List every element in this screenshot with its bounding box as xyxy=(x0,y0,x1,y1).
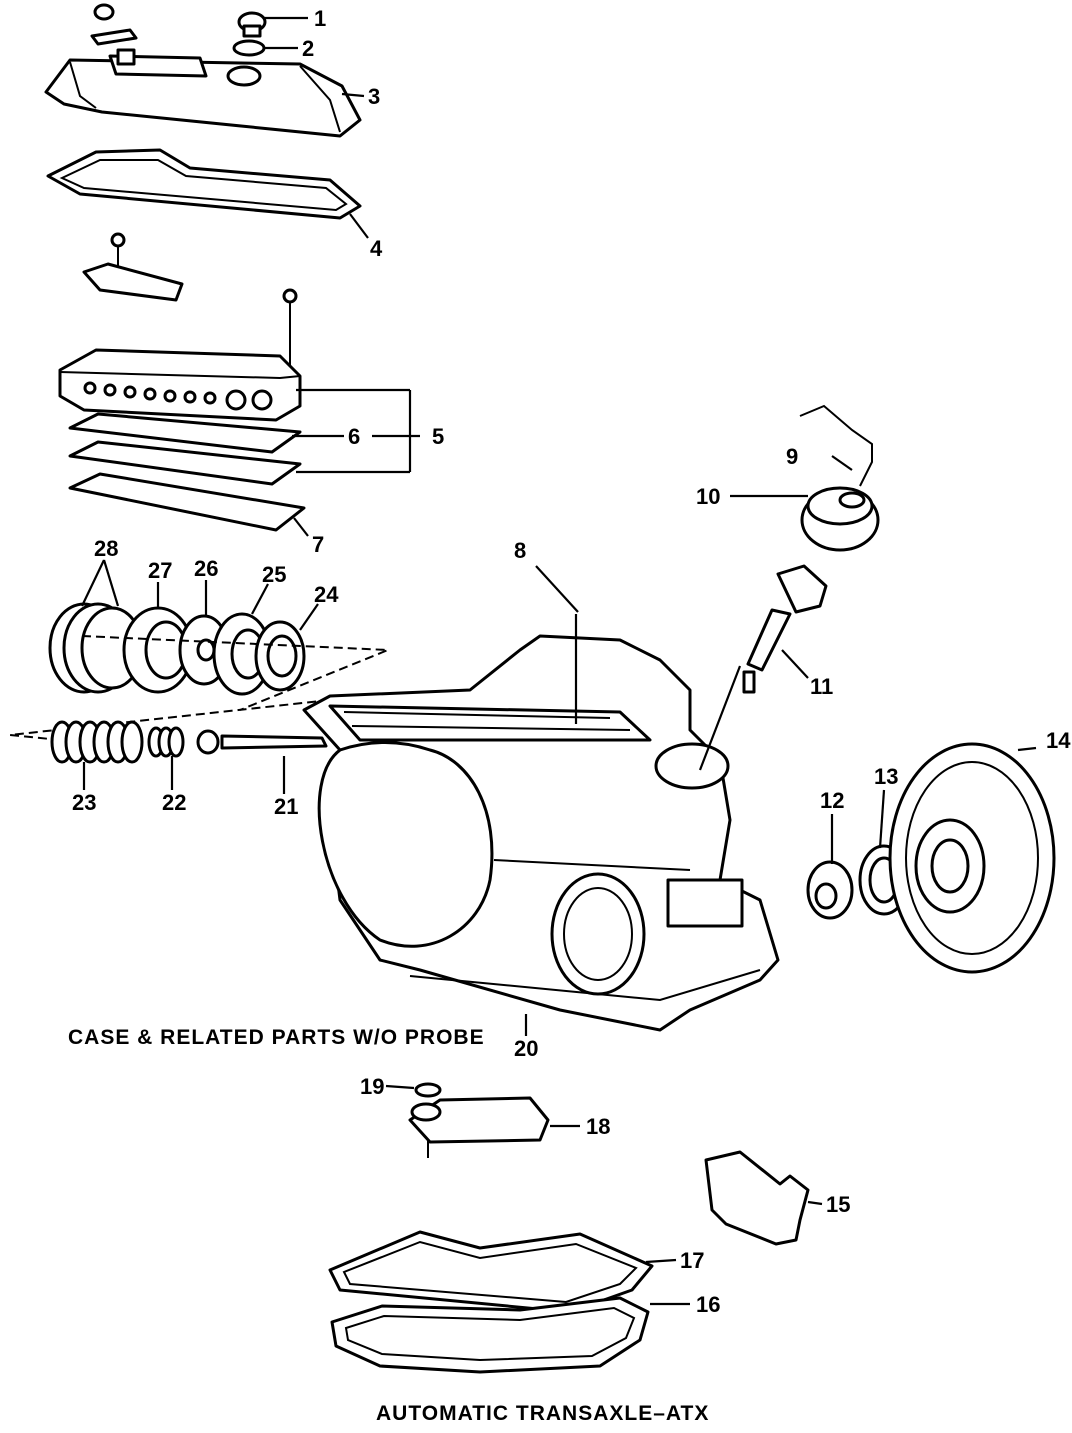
callout-5: 5 xyxy=(432,424,444,449)
callout-7: 7 xyxy=(312,532,324,557)
callout-20: 20 xyxy=(514,1036,538,1061)
callout-numbers: 1 2 3 4 5 6 7 8 9 10 11 12 13 14 15 16 1… xyxy=(72,6,1071,1317)
clutch-drum xyxy=(122,606,194,694)
callout-28: 28 xyxy=(94,536,118,561)
transaxle-case xyxy=(302,634,780,1032)
leader-lines xyxy=(81,16,1037,1306)
callout-27: 27 xyxy=(148,558,172,583)
callout-11: 11 xyxy=(810,674,833,699)
diagram-title: AUTOMATIC TRANSAXLE–ATX xyxy=(376,1402,709,1425)
plug-grommet xyxy=(232,39,266,57)
callout-8: 8 xyxy=(514,538,526,563)
callout-9: 9 xyxy=(786,444,798,469)
alignment-line-upper xyxy=(81,635,389,711)
valve-body-plate xyxy=(82,262,184,302)
callout-14: 14 xyxy=(1046,728,1071,753)
callout-26: 26 xyxy=(194,556,218,581)
separator-plate xyxy=(68,412,302,454)
fill-plug xyxy=(237,11,267,38)
converter-seal xyxy=(806,860,854,920)
alignment-line-lower xyxy=(9,699,331,741)
callout-3: 3 xyxy=(368,84,380,109)
spring-seat xyxy=(196,729,220,755)
valve-body-gasket-upper xyxy=(68,440,302,486)
callout-6: 6 xyxy=(348,424,360,449)
cover-gasket xyxy=(46,148,362,220)
oil-pan xyxy=(330,1296,650,1374)
speedo-cable xyxy=(799,404,873,487)
valve-body xyxy=(58,348,302,422)
callout-24: 24 xyxy=(314,582,339,607)
callout-25: 25 xyxy=(262,562,286,587)
callout-16: 16 xyxy=(696,1292,720,1317)
torque-converter xyxy=(888,742,1056,974)
callout-21: 21 xyxy=(274,794,298,819)
valve-body-gasket-lower xyxy=(68,472,306,532)
cover-bolt-small xyxy=(90,3,138,46)
callout-23: 23 xyxy=(72,790,96,815)
shift-shaft xyxy=(220,734,328,750)
callout-18: 18 xyxy=(586,1114,610,1139)
oil-filter xyxy=(408,1096,550,1158)
piston-seal xyxy=(254,620,306,692)
pan-gasket xyxy=(328,1230,654,1314)
shield xyxy=(704,1150,810,1246)
callout-17: 17 xyxy=(680,1248,704,1273)
return-spring xyxy=(147,726,185,758)
callout-1: 1 xyxy=(314,6,326,31)
callout-13: 13 xyxy=(874,764,898,789)
section-caption: CASE & RELATED PARTS W/O PROBE xyxy=(68,1026,485,1049)
valve-body-cover xyxy=(44,48,362,138)
callout-10: 10 xyxy=(696,484,720,509)
clutch-spring xyxy=(50,720,144,764)
callout-22: 22 xyxy=(162,790,186,815)
callout-19: 19 xyxy=(360,1074,384,1099)
callout-2: 2 xyxy=(302,36,314,61)
filter-seal xyxy=(414,1082,442,1098)
callout-15: 15 xyxy=(826,1192,850,1217)
speedo-fitting xyxy=(800,486,880,552)
callout-12: 12 xyxy=(820,788,844,813)
callout-4: 4 xyxy=(370,236,383,261)
speed-sensor xyxy=(742,564,828,694)
